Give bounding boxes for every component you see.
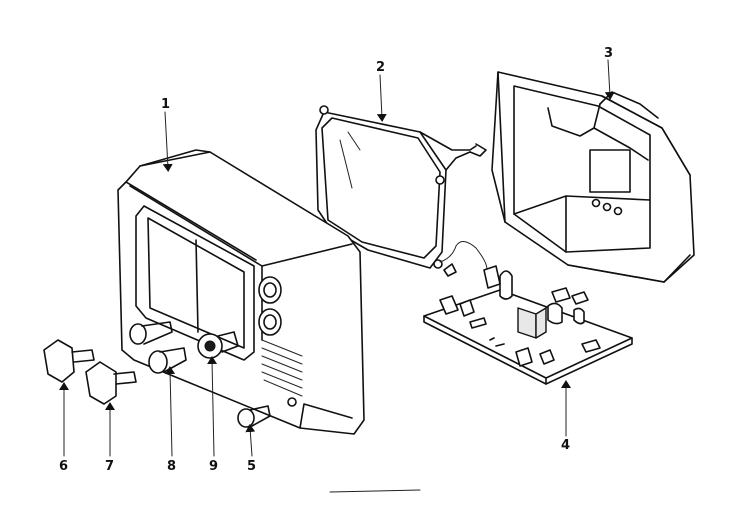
- knob-8-shape: [148, 347, 187, 374]
- callout-9: 9: [209, 459, 218, 474]
- small-knob-shape: [129, 321, 173, 345]
- knob-6-shape: [43, 339, 95, 383]
- callout-5: 5: [247, 459, 256, 474]
- callout-1: 1: [161, 97, 170, 112]
- leader-lines: [59, 59, 615, 493]
- callout-4: 4: [561, 438, 570, 453]
- knob-9-shape: [197, 331, 239, 359]
- picture-tube-shape: [315, 105, 488, 277]
- callout-6: 6: [59, 459, 68, 474]
- knob-5-shape: [237, 405, 271, 428]
- callout-3: 3: [604, 46, 613, 61]
- callout-8: 8: [167, 459, 176, 474]
- callout-7: 7: [105, 459, 114, 474]
- circuit-board-shape: [423, 265, 633, 385]
- knob-7-shape: [85, 361, 137, 405]
- callout-2: 2: [376, 60, 385, 75]
- cabinet-back-shape: [491, 71, 695, 283]
